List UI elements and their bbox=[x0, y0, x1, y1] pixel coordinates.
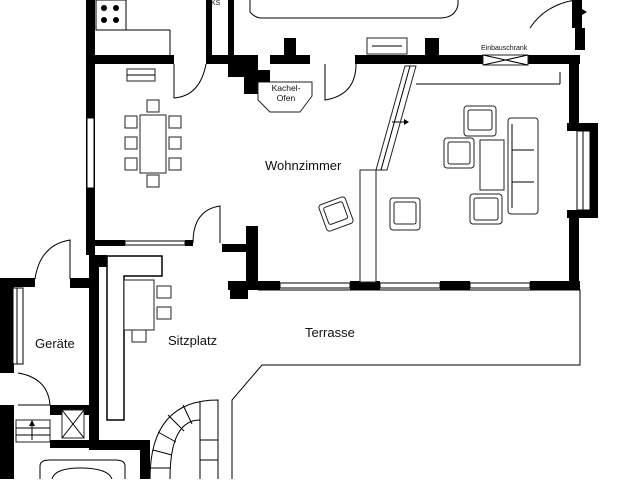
chair bbox=[124, 157, 138, 171]
door-swing bbox=[34, 239, 71, 280]
room-label-sitzplatz: Sitzplatz bbox=[168, 333, 218, 348]
chair bbox=[124, 115, 138, 129]
ks-label: KS bbox=[211, 0, 221, 7]
stool bbox=[156, 306, 172, 320]
sofa bbox=[507, 117, 539, 215]
bench bbox=[123, 279, 155, 331]
terrasse-outline bbox=[231, 289, 581, 479]
chair bbox=[124, 136, 138, 150]
armchair bbox=[389, 197, 421, 231]
sitzplatz-built-ins bbox=[106, 255, 172, 421]
living-furniture bbox=[318, 105, 539, 232]
stove-burner-icon bbox=[113, 17, 119, 23]
stove-burner-icon bbox=[101, 17, 107, 23]
armchair bbox=[463, 105, 497, 137]
stool bbox=[131, 329, 147, 343]
room-label-geraete: Geräte bbox=[35, 336, 75, 351]
partitions bbox=[359, 37, 561, 283]
einbauschrank-label: Einbauschrank bbox=[481, 45, 528, 52]
kachelofen bbox=[257, 70, 313, 113]
dining-table bbox=[139, 114, 167, 174]
armchair bbox=[469, 193, 503, 225]
chair bbox=[168, 115, 182, 129]
dining-set bbox=[124, 68, 182, 188]
chair bbox=[168, 157, 182, 171]
entry-arrow-icon bbox=[577, 6, 587, 18]
stairs-up-arrow-icon bbox=[29, 420, 35, 426]
armchair bbox=[443, 137, 475, 169]
door-swing bbox=[324, 63, 357, 101]
coffee-table bbox=[479, 139, 505, 191]
stool bbox=[156, 285, 172, 299]
chair bbox=[146, 99, 160, 113]
doors bbox=[17, 63, 357, 406]
kachelofen-label: Kachel- Ofen bbox=[268, 83, 304, 104]
room-label-terrasse: Terrasse bbox=[305, 325, 355, 340]
stove-burner-icon bbox=[101, 5, 107, 11]
chair bbox=[146, 174, 160, 188]
kachelofen-label-line1: Kachel- bbox=[271, 83, 301, 93]
kitchen-area bbox=[86, 0, 587, 64]
stove-burner-icon bbox=[113, 5, 119, 11]
spiral-stairs bbox=[149, 399, 219, 480]
door-swing bbox=[173, 63, 207, 99]
door-swing bbox=[17, 372, 51, 406]
bottom-fixture bbox=[39, 459, 126, 480]
door-swing bbox=[192, 205, 221, 244]
chair bbox=[168, 136, 182, 150]
geraete-shed bbox=[0, 278, 90, 479]
kachelofen-label-line2: Ofen bbox=[276, 92, 296, 103]
room-label-wohnzimmer: Wohnzimmer bbox=[265, 158, 342, 173]
walls bbox=[70, 0, 598, 479]
armchair bbox=[318, 196, 354, 232]
